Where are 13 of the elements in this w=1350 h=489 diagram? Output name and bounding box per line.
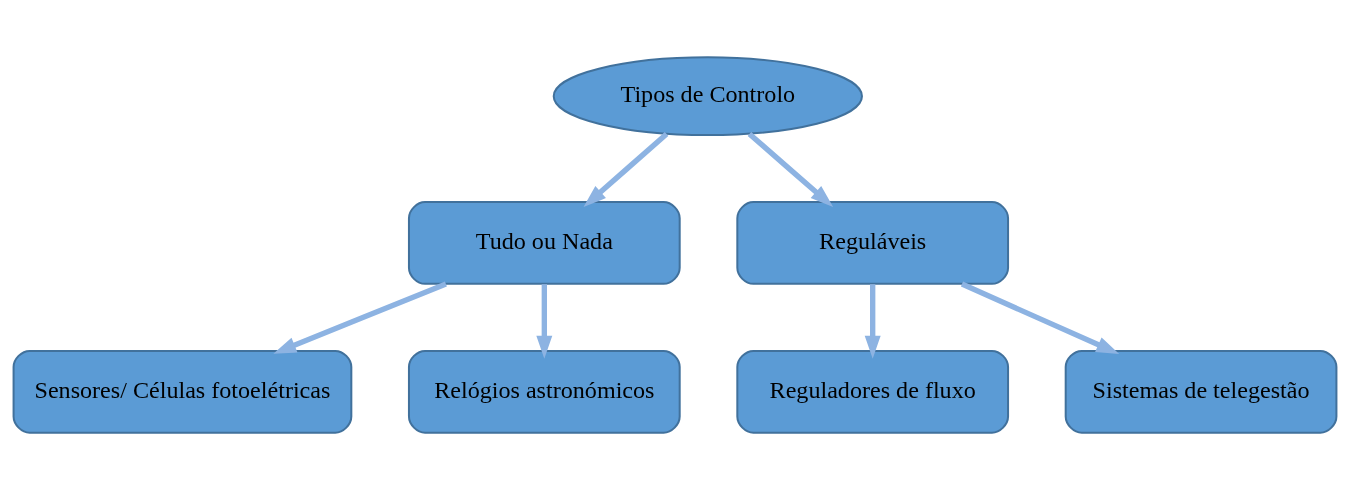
node-box: Relógios astronómicos [407, 349, 681, 434]
arrow [864, 283, 881, 359]
arrow [747, 131, 834, 207]
node-box: Sensores/ Células fotoelétricas [12, 349, 353, 434]
node-box: Tudo ou Nada [407, 200, 681, 285]
node-box: Reguladores de fluxo [736, 349, 1010, 434]
arrow [583, 131, 669, 207]
node-ellipse: Tipos de Controlo [552, 55, 863, 136]
arrow [960, 281, 1120, 354]
arrow [536, 283, 553, 359]
arrow [273, 281, 447, 354]
node-box: Sistemas de telegestão [1064, 349, 1338, 434]
node-box: Reguláveis [736, 200, 1010, 285]
